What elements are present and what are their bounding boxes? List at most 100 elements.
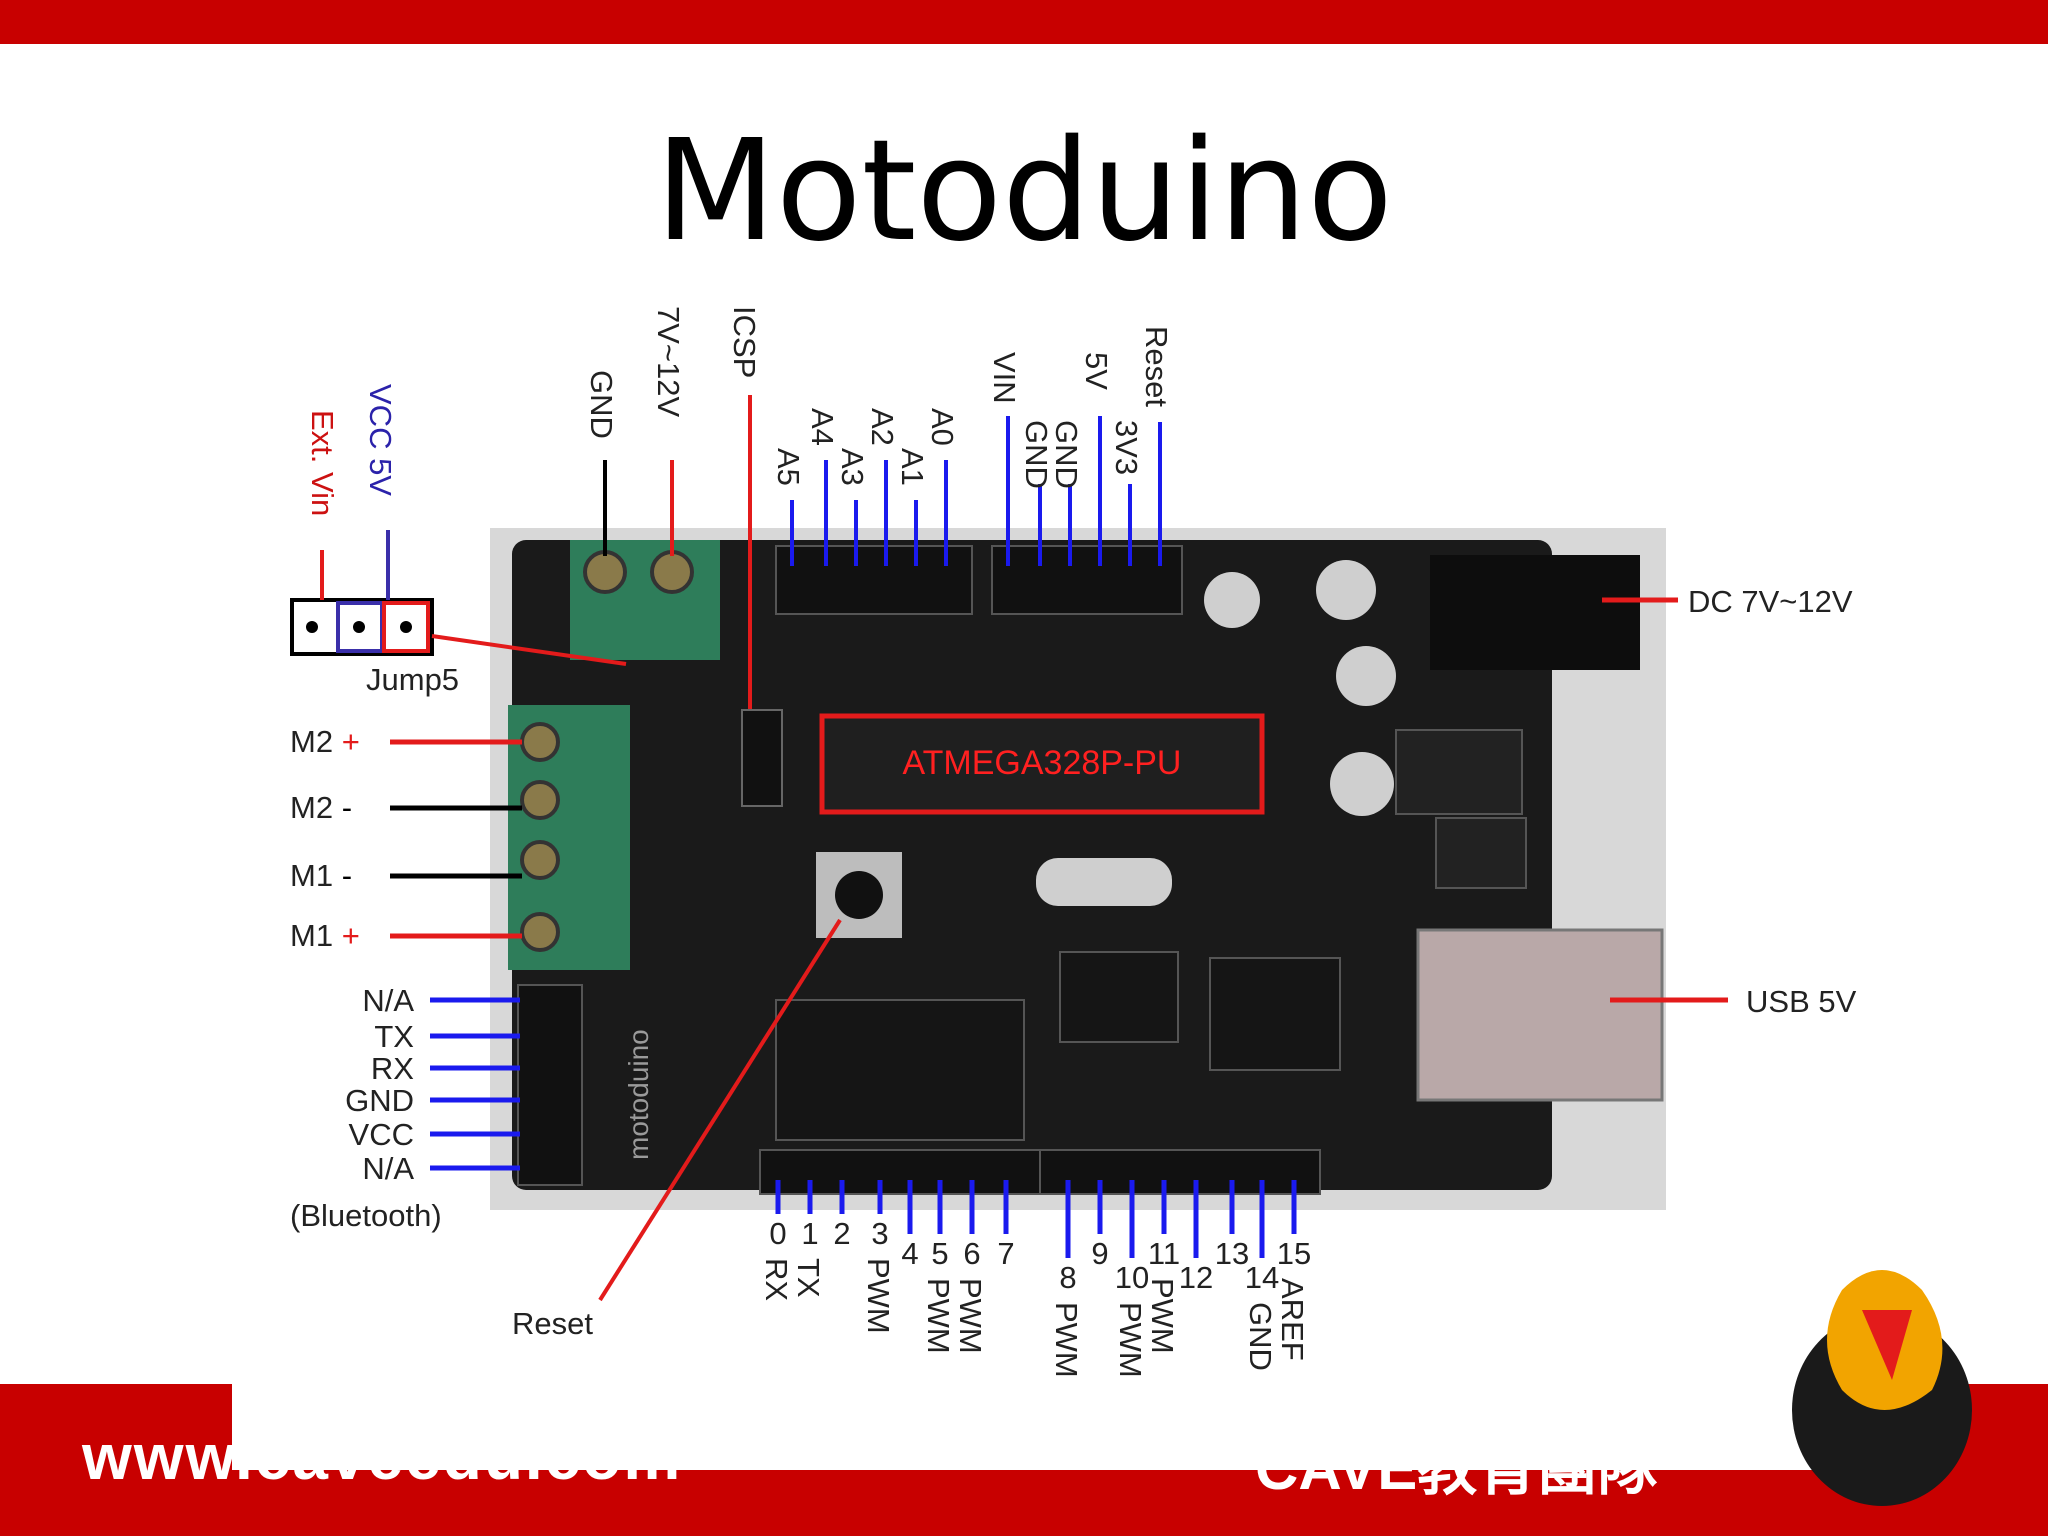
digital-pin-number: 12 [1179,1260,1213,1295]
digital-pin-number: 3 [871,1216,888,1251]
reset-label: Reset [512,1306,593,1341]
power-header [991,545,1183,615]
motor-label: M1 + [290,918,360,953]
power-terminal-block [570,540,720,660]
analog-pin-label: A3 [835,448,870,486]
bluetooth-caption: (Bluetooth) [290,1198,442,1233]
digital-pin-number: 6 [963,1236,980,1271]
digital-pin-function: PWM [953,1278,988,1354]
board-silkscreen: motoduino [623,1029,654,1160]
digital-pin-function: PWM [1113,1302,1148,1378]
power-pin-label: Reset [1139,326,1174,407]
motor-labels: M2 + M2 - M1 - M1 + [290,724,522,953]
digital-pin-number: 7 [997,1236,1014,1271]
footer-white-panel [232,1382,1904,1470]
capacitor [1316,560,1376,620]
power-pin-label: VIN [987,352,1022,404]
motor-sign: + [342,724,360,759]
ext-vin-label: Ext. Vin [305,410,340,516]
analog-pin-label: A1 [895,448,930,486]
bluetooth-pin-label: N/A [362,1151,414,1186]
icsp-label: ICSP [727,306,762,378]
digital-pin-number: 11 [1148,1236,1180,1271]
motor-label: M2 - [290,790,352,825]
motor-driver-ic [775,999,1025,1141]
power-pin-label: GND [1049,420,1084,489]
digital-pin-number: 13 [1215,1236,1249,1271]
digital-pin-number: 4 [901,1236,918,1271]
vcc-5v-label: VCC 5V [363,384,398,496]
reset-button-cap [835,871,883,919]
motor-sign: + [342,918,360,953]
icsp-header [741,709,783,807]
digital-pin-function: PWM [921,1278,956,1354]
digital-pin-number: 5 [931,1236,948,1271]
voltage-regulator [1395,729,1523,815]
digital-header-left [759,1149,1041,1195]
chip-label: ATMEGA328P-PU [902,744,1181,782]
analog-pin-label: A0 [925,408,960,446]
power-pin-label: 5V [1079,352,1114,390]
analog-header [775,545,973,615]
crystal [1036,858,1172,906]
usb-label: USB 5V [1746,984,1857,1019]
dc-jack [1430,555,1640,670]
motor-sign: - [342,790,352,825]
digital-pin-function: PWM [1145,1278,1180,1354]
digital-pin-number: 1 [801,1216,818,1251]
bluetooth-pin-label: GND [345,1083,414,1118]
dc-label: DC 7V~12V [1688,584,1853,619]
digital-pin-function: TX [791,1258,826,1298]
jumper-leader [431,634,627,666]
digital-pin-number: 9 [1091,1236,1108,1271]
team-logo-icon [1792,1270,1972,1506]
top-red-bar [0,0,2048,44]
digital-pin-function: PWM [1049,1302,1084,1378]
digital-pin-number: 8 [1059,1260,1076,1295]
digital-pin-function: RX [759,1258,794,1301]
analog-pin-label: A2 [865,408,900,446]
digital-pin-function: GND [1243,1302,1278,1371]
digital-pin-number: 10 [1115,1260,1149,1295]
digital-header-right [1039,1149,1321,1195]
capacitor [1336,646,1396,706]
atmega-chip-highlight [819,713,1265,815]
motor-terminal-block [508,705,630,970]
slide-title: Motoduino [655,110,1393,273]
terminal-label: 7V~12V [651,306,686,418]
analog-pin-label: A4 [805,408,840,446]
digital-pin-number: 2 [833,1216,850,1251]
capacitor [1204,572,1260,628]
digital-pin-function: AREF [1275,1278,1310,1361]
motor-label: M2 + [290,724,360,759]
usb-port [1416,928,1664,1102]
digital-pin-function: PWM [861,1258,896,1334]
bluetooth-pin-label: N/A [362,983,414,1018]
digital-pin-number: 15 [1277,1236,1311,1271]
voltage-regulator [1435,817,1527,889]
power-terminal-labels: GND 7V~12V [584,306,686,556]
bluetooth-pin-label: RX [371,1051,414,1086]
bluetooth-header [517,984,583,1186]
digital-pin-number: 14 [1245,1260,1279,1295]
terminal-label: GND [584,370,619,439]
jumper-name: Jump5 [366,662,459,697]
digital-pin-number: 0 [769,1216,786,1251]
analog-pin-label: A5 [771,448,806,486]
motor-sign: - [342,858,352,893]
motor-label: M1 - [290,858,352,893]
power-pin-label: 3V3 [1109,420,1144,475]
reset-leader [598,918,842,1302]
ic-small [1059,951,1179,1043]
power-pin-label: GND [1019,420,1054,489]
capacitor [1330,752,1394,816]
bluetooth-pin-label: TX [374,1019,414,1054]
jumper-block [290,598,434,656]
bluetooth-pin-label: VCC [349,1117,414,1152]
